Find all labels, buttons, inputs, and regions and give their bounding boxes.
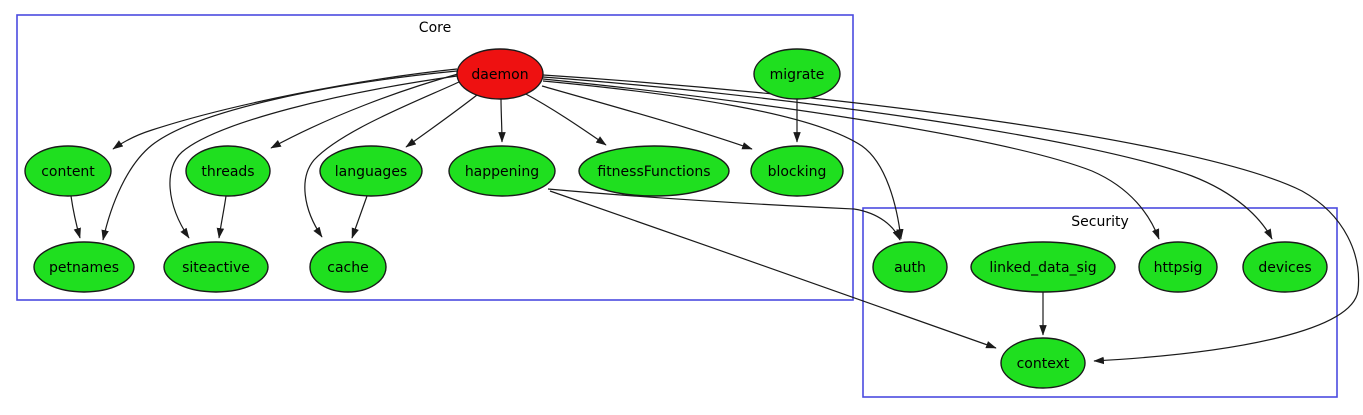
node-migrate: migrate	[753, 48, 841, 100]
node-siteactive-ellipse	[163, 241, 269, 293]
node-siteactive: siteactive	[163, 241, 269, 293]
node-blocking-ellipse	[750, 145, 844, 197]
security-cluster-label: Security	[1071, 214, 1129, 230]
node-content: content	[24, 145, 112, 197]
node-languages: languages	[319, 145, 423, 197]
edge-happening-auth	[547, 188, 901, 241]
node-languages-ellipse	[319, 145, 423, 197]
node-petnames-ellipse	[33, 241, 135, 293]
edge-daemon-threads	[270, 73, 459, 149]
edge-daemon-context	[542, 74, 1360, 365]
edge-daemon-devices	[542, 76, 1273, 240]
node-migrate-ellipse	[753, 48, 841, 100]
node-happening-ellipse	[448, 145, 556, 197]
edge-daemon-siteactive	[169, 75, 458, 239]
node-daemon: daemon	[456, 48, 544, 100]
edge-daemon-petnames	[101, 70, 458, 241]
node-blocking: blocking	[750, 145, 844, 197]
node-httpsig: httpsig	[1138, 241, 1218, 293]
node-fitnessFunctions-ellipse	[578, 145, 730, 197]
cluster-security: Security	[862, 207, 1338, 398]
node-languages-label: languages	[335, 164, 407, 180]
node-daemon-label: daemon	[471, 67, 528, 83]
node-threads-ellipse	[185, 145, 271, 197]
node-context-label: context	[1017, 356, 1070, 372]
edges	[70, 68, 1360, 365]
node-devices-ellipse	[1242, 241, 1328, 293]
node-petnames: petnames	[33, 241, 135, 293]
edge-daemon-blocking	[541, 85, 753, 150]
node-auth: auth	[872, 241, 948, 293]
edge-content-petnames	[70, 195, 81, 239]
node-httpsig-ellipse	[1138, 241, 1218, 293]
core-cluster-box	[16, 14, 854, 301]
node-fitnessFunctions: fitnessFunctions	[578, 145, 730, 197]
edge-languages-cache	[351, 195, 368, 239]
edge-daemon-content	[112, 68, 458, 150]
node-cache: cache	[309, 241, 387, 293]
node-linked_data_sig-ellipse	[970, 241, 1116, 293]
node-content-label: content	[41, 164, 95, 180]
node-context-ellipse	[1000, 337, 1086, 389]
edge-daemon-languages	[405, 94, 478, 148]
node-migrate-label: migrate	[770, 67, 825, 83]
edge-daemon-auth	[542, 80, 904, 240]
node-petnames-label: petnames	[49, 260, 119, 276]
node-devices-label: devices	[1258, 260, 1311, 276]
edge-daemon-happening	[498, 97, 506, 143]
node-happening-label: happening	[465, 164, 539, 180]
node-auth-ellipse	[872, 241, 948, 293]
node-content-ellipse	[24, 145, 112, 197]
edge-threads-siteactive	[216, 195, 227, 239]
cluster-core: Core	[16, 14, 854, 301]
node-threads-label: threads	[201, 164, 254, 180]
security-cluster-box	[862, 207, 1338, 398]
node-auth-label: auth	[894, 260, 926, 276]
edge-daemon-httpsig	[542, 78, 1160, 240]
nodes: daemon migrate content threads languages…	[24, 48, 1328, 389]
edge-daemon-cache	[304, 81, 460, 238]
node-cache-label: cache	[327, 260, 368, 276]
node-siteactive-label: siteactive	[182, 260, 250, 276]
node-context: context	[1000, 337, 1086, 389]
node-cache-ellipse	[309, 241, 387, 293]
edge-happening-context	[549, 190, 997, 349]
node-linked_data_sig: linked_data_sig	[970, 241, 1116, 293]
node-fitnessFunctions-label: fitnessFunctions	[597, 164, 710, 180]
node-devices: devices	[1242, 241, 1328, 293]
node-happening: happening	[448, 145, 556, 197]
node-threads: threads	[185, 145, 271, 197]
node-httpsig-label: httpsig	[1154, 260, 1203, 276]
node-daemon-ellipse	[456, 48, 544, 100]
edge-daemon-fitnessFunctions	[523, 92, 607, 146]
node-blocking-label: blocking	[768, 164, 827, 180]
node-linked_data_sig-label: linked_data_sig	[989, 260, 1096, 276]
core-cluster-label: Core	[419, 20, 451, 36]
